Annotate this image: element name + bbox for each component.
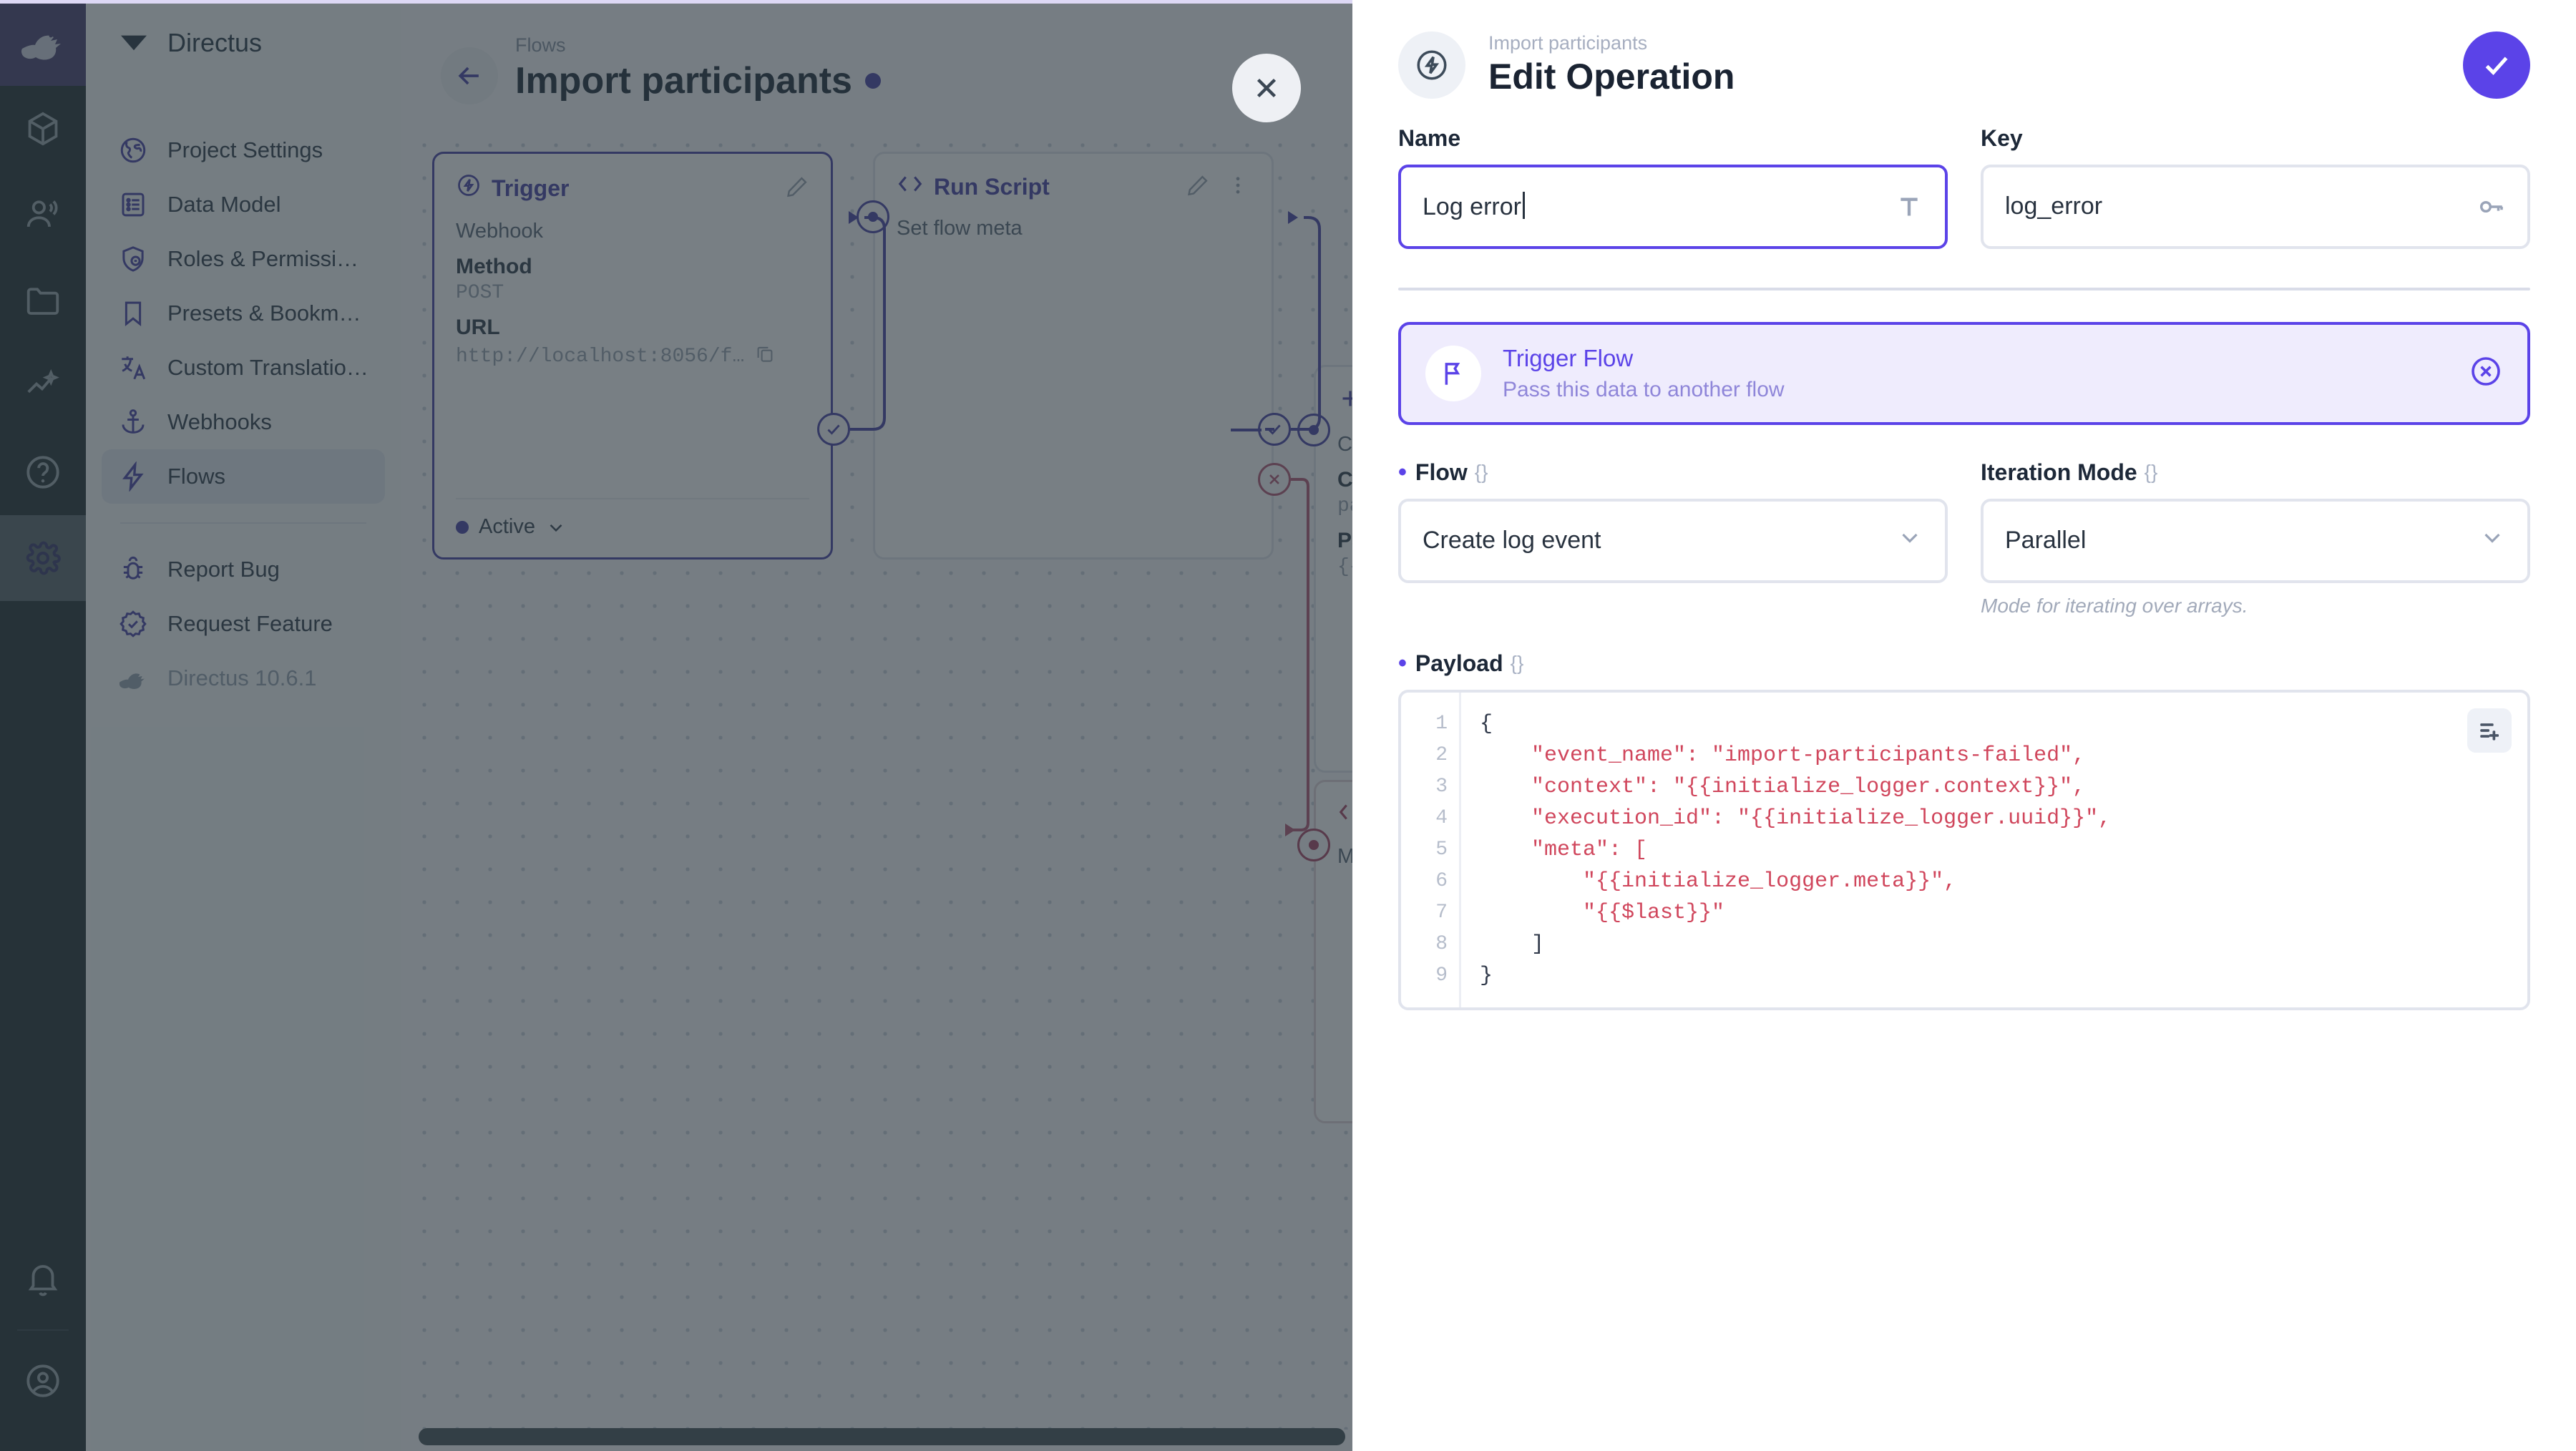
operation-type-card[interactable]: Trigger Flow Pass this data to another f… (1398, 321, 2530, 425)
iteration-mode-label-text: Iteration Mode (1981, 459, 2137, 485)
code-content[interactable]: { "event_name": "import-participants-fai… (1461, 693, 2527, 1007)
key-input[interactable]: log_error (1981, 164, 2530, 249)
payload-field-group: • Payload {} 1 2 3 4 5 6 7 8 9 (1398, 650, 2530, 1010)
braces-icon[interactable]: {} (1510, 652, 1524, 675)
flow-select-value: Create log event (1423, 527, 1601, 554)
edit-operation-drawer: Import participants Edit Operation Name … (1352, 0, 2576, 1451)
insert-variable-icon[interactable] (2467, 708, 2512, 753)
name-input-value: Log error (1423, 192, 1895, 221)
code-line: "{{$last}}" (1480, 900, 1725, 925)
bolt-circle-icon (1398, 31, 1465, 99)
name-input[interactable]: Log error (1398, 164, 1948, 249)
payload-label-text: Payload (1415, 650, 1503, 676)
name-field-group: Name Log error (1398, 125, 1948, 249)
code-line: "context": "{{initialize_logger.context}… (1480, 774, 2086, 799)
braces-icon[interactable]: {} (2144, 461, 2158, 484)
line-number: 2 (1435, 743, 1448, 766)
flow-iteration-row: • Flow {} Create log event Iteration Mod… (1398, 459, 2530, 617)
modal-overlay[interactable] (0, 0, 1352, 1451)
operation-type-subtitle: Pass this data to another flow (1503, 377, 1785, 401)
line-number: 1 (1435, 712, 1448, 735)
iteration-mode-select[interactable]: Parallel (1981, 498, 2530, 583)
code-line: "event_name": "import-participants-faile… (1480, 743, 2086, 768)
flow-select[interactable]: Create log event (1398, 498, 1948, 583)
clear-operation-type-button[interactable] (2469, 354, 2503, 392)
key-icon (2476, 192, 2506, 222)
code-line: ] (1480, 932, 1545, 957)
close-icon (1257, 78, 1277, 98)
code-line: { (1480, 711, 1493, 736)
line-number: 8 (1435, 932, 1448, 955)
iteration-mode-field-group: Iteration Mode {} Parallel Mode for iter… (1981, 459, 2530, 617)
close-circle-icon (2472, 357, 2500, 386)
line-number: 5 (1435, 838, 1448, 861)
line-number: 7 (1435, 901, 1448, 924)
operation-form: Name Log error Key log_error (1352, 99, 2576, 1010)
operation-type-title: Trigger Flow (1503, 344, 1634, 371)
code-gutter: 1 2 3 4 5 6 7 8 9 (1401, 692, 1461, 1007)
code-line: "{{initialize_logger.meta}}", (1480, 869, 1957, 894)
payload-label: • Payload {} (1398, 650, 1524, 678)
line-number: 3 (1435, 775, 1448, 798)
code-line: "execution_id": "{{initialize_logger.uui… (1480, 806, 2112, 831)
code-line: "meta": [ (1480, 837, 1648, 862)
form-divider (1398, 287, 2530, 290)
drawer-titles: Import participants Edit Operation (1488, 31, 2463, 99)
chevron-down-icon (1896, 524, 1923, 557)
operation-type-body: Trigger Flow Pass this data to another f… (1503, 345, 2447, 402)
flow-label: • Flow {} (1398, 459, 1488, 487)
iteration-mode-label: Iteration Mode {} (1981, 459, 2530, 486)
key-field-group: Key log_error (1981, 125, 2530, 249)
payload-code-editor[interactable]: 1 2 3 4 5 6 7 8 9 { "event_name": "impor… (1398, 689, 2530, 1010)
key-label: Key (1981, 124, 2023, 151)
name-label: Name (1398, 124, 1461, 151)
key-input-value: log_error (2005, 192, 2103, 220)
flag-icon (1425, 345, 1481, 401)
name-key-row: Name Log error Key log_error (1398, 125, 2530, 249)
save-button[interactable] (2463, 31, 2530, 99)
flow-field-group: • Flow {} Create log event (1398, 459, 1948, 617)
line-number: 9 (1435, 964, 1448, 987)
text-format-icon (1895, 192, 1923, 221)
drawer-breadcrumb[interactable]: Import participants (1488, 32, 1648, 54)
braces-icon[interactable]: {} (1474, 461, 1488, 484)
line-number: 4 (1435, 806, 1448, 829)
iteration-mode-value: Parallel (2005, 527, 2087, 554)
top-accent-line (0, 0, 1352, 4)
line-number: 6 (1435, 869, 1448, 892)
chevron-down-icon (2479, 524, 2506, 557)
flow-label-text: Flow (1415, 459, 1468, 485)
drawer-header: Import participants Edit Operation (1352, 0, 2576, 99)
code-line: } (1480, 963, 1493, 988)
check-icon (2485, 57, 2508, 76)
drawer-title: Edit Operation (1488, 57, 1735, 97)
iteration-mode-hint: Mode for iterating over arrays. (1981, 594, 2248, 617)
close-drawer-button[interactable] (1232, 54, 1301, 122)
